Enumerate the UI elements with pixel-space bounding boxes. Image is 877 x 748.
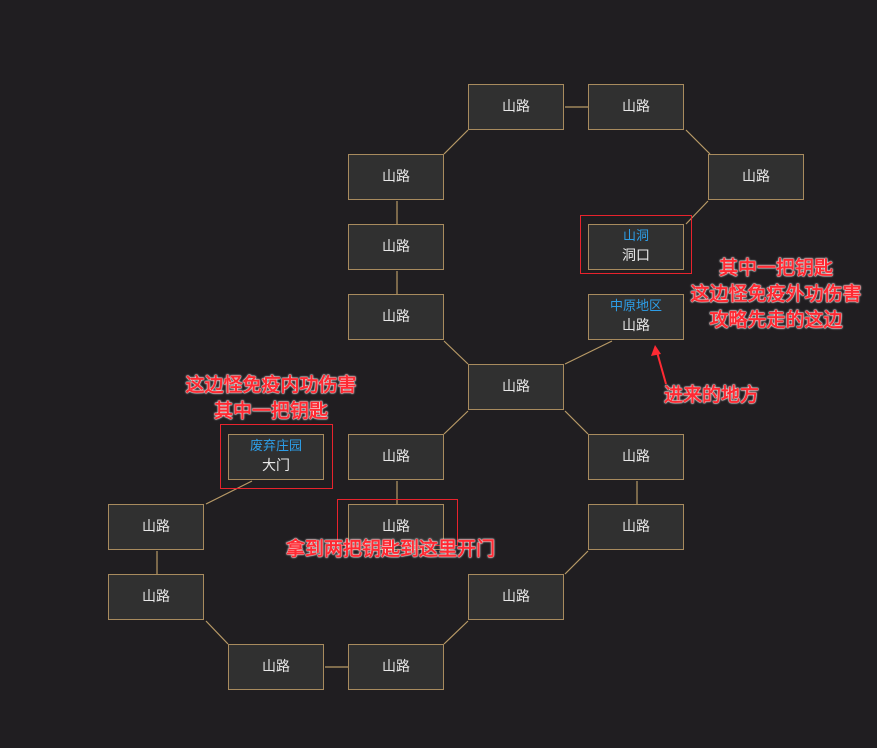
cave-note-line-1: 其中一把钥匙 [718,257,833,279]
path-edges [156,106,711,668]
node-name: 山路 [382,169,410,185]
node-name: 山路 [382,449,410,465]
map-node-mountain-road[interactable]: 山路 [348,644,444,690]
manor-note-line-2: 其中一把钥匙 [213,400,328,422]
path-connector [564,410,589,435]
node-name: 大门 [262,458,290,474]
node-name: 山路 [382,239,410,255]
node-name: 洞口 [622,248,650,264]
node-name: 山路 [382,519,410,535]
map-node-mountain-road[interactable]: 山路 [588,504,684,550]
path-connector [443,129,469,155]
map-node-mountain-road[interactable]: 山路 [348,294,444,340]
entry-arrow [651,345,667,385]
node-name: 山路 [382,659,410,675]
path-connector [443,620,469,645]
map-node-mountain-road[interactable]: 山路 [708,154,804,200]
node-name: 山路 [622,519,650,535]
cave-note: 其中一把钥匙 这边怪免疫外功伤害 攻略先走的这边 [680,255,872,333]
path-connector [564,550,589,575]
map-node-mountain-road[interactable]: 山路 [348,154,444,200]
path-connector [564,340,613,365]
node-name: 山路 [142,589,170,605]
map-node-mountain-road[interactable]: 山路 [108,574,204,620]
map-node-abandoned-manor-gate[interactable]: 废弃庄园 大门 [228,434,324,480]
map-node-mountain-road[interactable]: 山路 [468,84,564,130]
cave-highlight-box [580,215,692,274]
node-region: 中原地区 [609,299,662,314]
node-name: 山路 [502,379,530,395]
map-node-mountain-road[interactable]: 山路 [588,434,684,480]
path-connector [685,129,711,155]
node-region: 山洞 [622,229,649,244]
node-name: 山路 [502,99,530,115]
entry-note: 进来的地方 [664,384,760,406]
node-region: 废弃庄园 [249,439,302,454]
door-note: 拿到两把钥匙到这里开门 [286,538,496,560]
path-connector [685,200,709,225]
path-connector [205,620,229,645]
cave-note-line-3: 攻略先走的这边 [709,309,843,331]
map-node-door-mountain-road[interactable]: 山路 [348,504,444,550]
node-name: 山路 [502,589,530,605]
manor-note-line-1: 这边怪免疫内功伤害 [185,374,357,396]
path-connector [443,340,469,365]
map-node-mountain-road[interactable]: 山路 [348,434,444,480]
manor-highlight-box [220,424,333,489]
node-name: 山路 [142,519,170,535]
node-name: 山路 [622,318,650,334]
map-node-mountain-road[interactable]: 山路 [468,574,564,620]
map-node-central-plains-entry[interactable]: 中原地区 山路 [588,294,684,340]
map-node-mountain-road[interactable]: 山路 [468,364,564,410]
map-node-mountain-road[interactable]: 山路 [348,224,444,270]
map-node-mountain-road[interactable]: 山路 [108,504,204,550]
map-node-cave-entrance[interactable]: 山洞 洞口 [588,224,684,270]
path-connector [205,480,253,505]
map-node-mountain-road[interactable]: 山路 [228,644,324,690]
node-name: 山路 [742,169,770,185]
path-connector [443,410,469,435]
node-name: 山路 [382,309,410,325]
door-highlight-box [337,499,458,546]
cave-note-line-2: 这边怪免疫外功伤害 [690,283,862,305]
node-name: 山路 [622,99,650,115]
node-name: 山路 [262,659,290,675]
map-node-mountain-road[interactable]: 山路 [588,84,684,130]
node-name: 山路 [622,449,650,465]
manor-note: 这边怪免疫内功伤害 其中一把钥匙 [172,372,370,424]
